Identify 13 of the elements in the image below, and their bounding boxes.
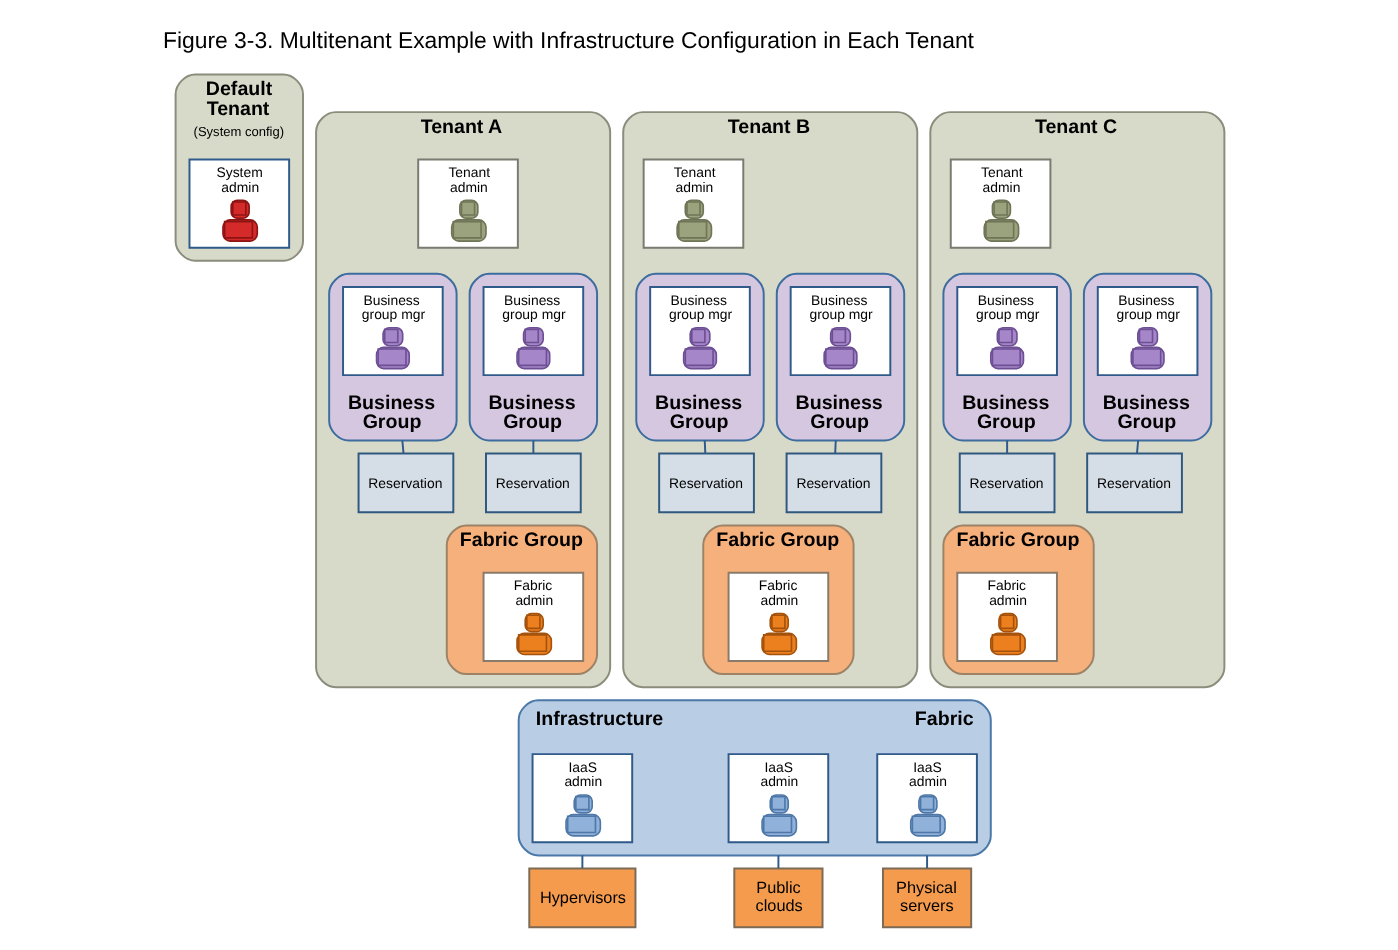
node-box: Public clouds xyxy=(732,867,823,929)
connector xyxy=(833,439,836,455)
node-box: Physical servers xyxy=(881,867,972,929)
connector xyxy=(400,439,404,455)
connector xyxy=(580,854,583,869)
node-box: Hypervisors xyxy=(527,867,636,929)
diagram-title: Figure 3-3. Multitenant Example with Infrastructure Configuration in Each Tenant xyxy=(162,29,973,54)
connector xyxy=(925,854,928,869)
connector xyxy=(1005,439,1008,455)
connector xyxy=(531,439,534,455)
connector xyxy=(776,854,779,869)
connector xyxy=(1135,439,1139,455)
connector xyxy=(702,439,706,455)
